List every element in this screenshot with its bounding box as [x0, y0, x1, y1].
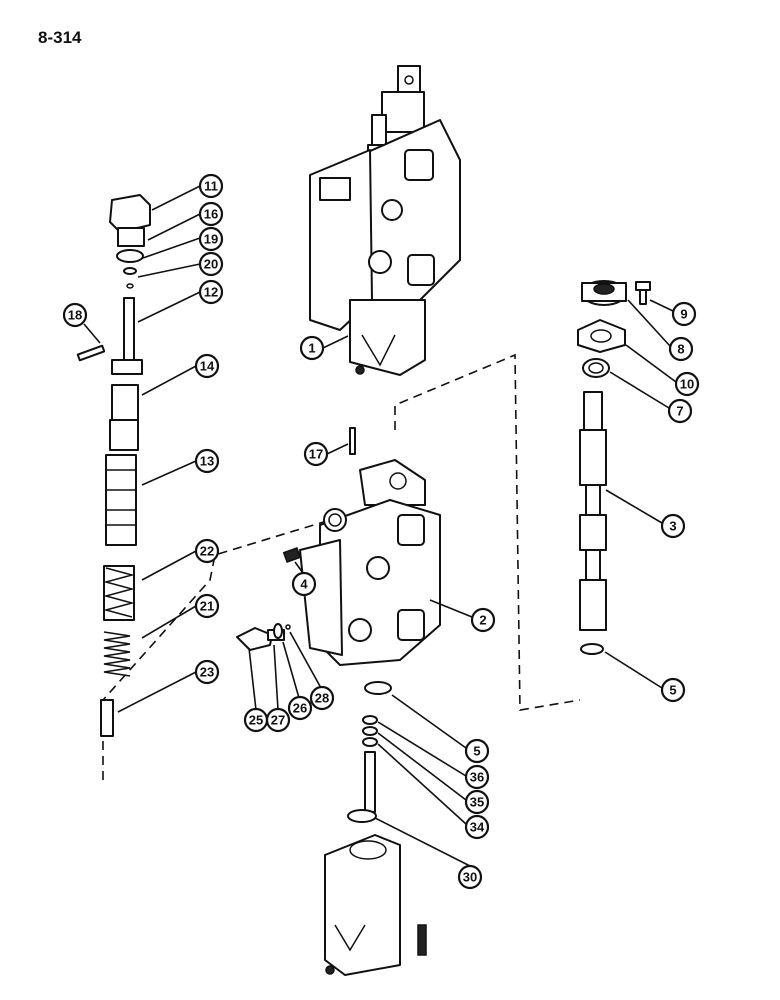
callout-label: 9 — [680, 307, 687, 322]
callout-36: 36 — [464, 764, 490, 790]
callout-13: 13 — [194, 448, 220, 474]
callout-17: 17 — [303, 441, 329, 467]
callout-8: 8 — [668, 336, 694, 362]
callout-label: 4 — [300, 577, 308, 592]
leader-lines — [83, 185, 677, 867]
callout-34: 34 — [464, 814, 490, 840]
callout-label: 13 — [200, 454, 214, 469]
callout-18: 18 — [62, 302, 88, 328]
callout-19: 19 — [198, 226, 224, 252]
callout-5-bottom: 5 — [464, 738, 490, 764]
callout-label: 10 — [680, 377, 694, 392]
callout-30: 30 — [457, 864, 483, 890]
callout-label: 36 — [470, 770, 484, 785]
callout-label: 23 — [200, 665, 214, 680]
callout-label: 19 — [204, 232, 218, 247]
callout-23: 23 — [194, 659, 220, 685]
callout-label: 27 — [271, 713, 285, 728]
callout-label: 2 — [479, 613, 486, 628]
callout-label: 16 — [204, 207, 218, 222]
callout-label: 1 — [308, 341, 315, 356]
valve-section-middle — [299, 459, 441, 666]
callout-label: 30 — [463, 870, 477, 885]
callout-5-right: 5 — [660, 677, 686, 703]
callout-label: 17 — [309, 447, 323, 462]
callout-label: 20 — [204, 257, 218, 272]
callout-label: 28 — [315, 691, 329, 706]
callout-27: 27 — [265, 707, 291, 733]
callout-21: 21 — [194, 593, 220, 619]
callout-3: 3 — [660, 513, 686, 539]
callout-label: 12 — [204, 285, 218, 300]
callout-label: 11 — [204, 179, 218, 194]
callout-label: 18 — [68, 308, 82, 323]
relief-valve-assembly-left — [76, 194, 151, 737]
callout-label: 7 — [676, 404, 683, 419]
callout-28: 28 — [309, 685, 335, 711]
callout-14: 14 — [194, 353, 220, 379]
callout-label: 25 — [249, 713, 263, 728]
callout-2: 2 — [470, 607, 496, 633]
small-fittings — [236, 427, 392, 823]
callout-22: 22 — [194, 538, 220, 564]
callout-10: 10 — [674, 371, 700, 397]
callout-7: 7 — [667, 398, 693, 424]
spool-assembly-right — [577, 280, 651, 655]
valve-end-cap-bottom — [324, 834, 427, 976]
callout-label: 5 — [669, 683, 676, 698]
callout-1: 1 — [299, 335, 325, 361]
callout-label: 35 — [470, 795, 484, 810]
callout-4: 4 — [291, 571, 317, 597]
callout-label: 8 — [677, 342, 684, 357]
callout-label: 26 — [293, 701, 307, 716]
callout-label: 34 — [470, 820, 485, 835]
callout-12: 12 — [198, 279, 224, 305]
callout-35: 35 — [464, 789, 490, 815]
callout-label: 21 — [200, 599, 214, 614]
callout-9: 9 — [671, 301, 697, 327]
callout-25: 25 — [243, 707, 269, 733]
callout-label: 3 — [669, 519, 676, 534]
page-number: 8-314 — [38, 28, 82, 47]
callout-16: 16 — [198, 201, 224, 227]
valve-body-top — [309, 65, 461, 376]
callout-11: 11 — [198, 173, 224, 199]
callout-26: 26 — [287, 695, 313, 721]
callout-label: 22 — [200, 544, 214, 559]
callout-label: 14 — [200, 359, 215, 374]
callout-label: 5 — [473, 744, 480, 759]
callout-20: 20 — [198, 251, 224, 277]
